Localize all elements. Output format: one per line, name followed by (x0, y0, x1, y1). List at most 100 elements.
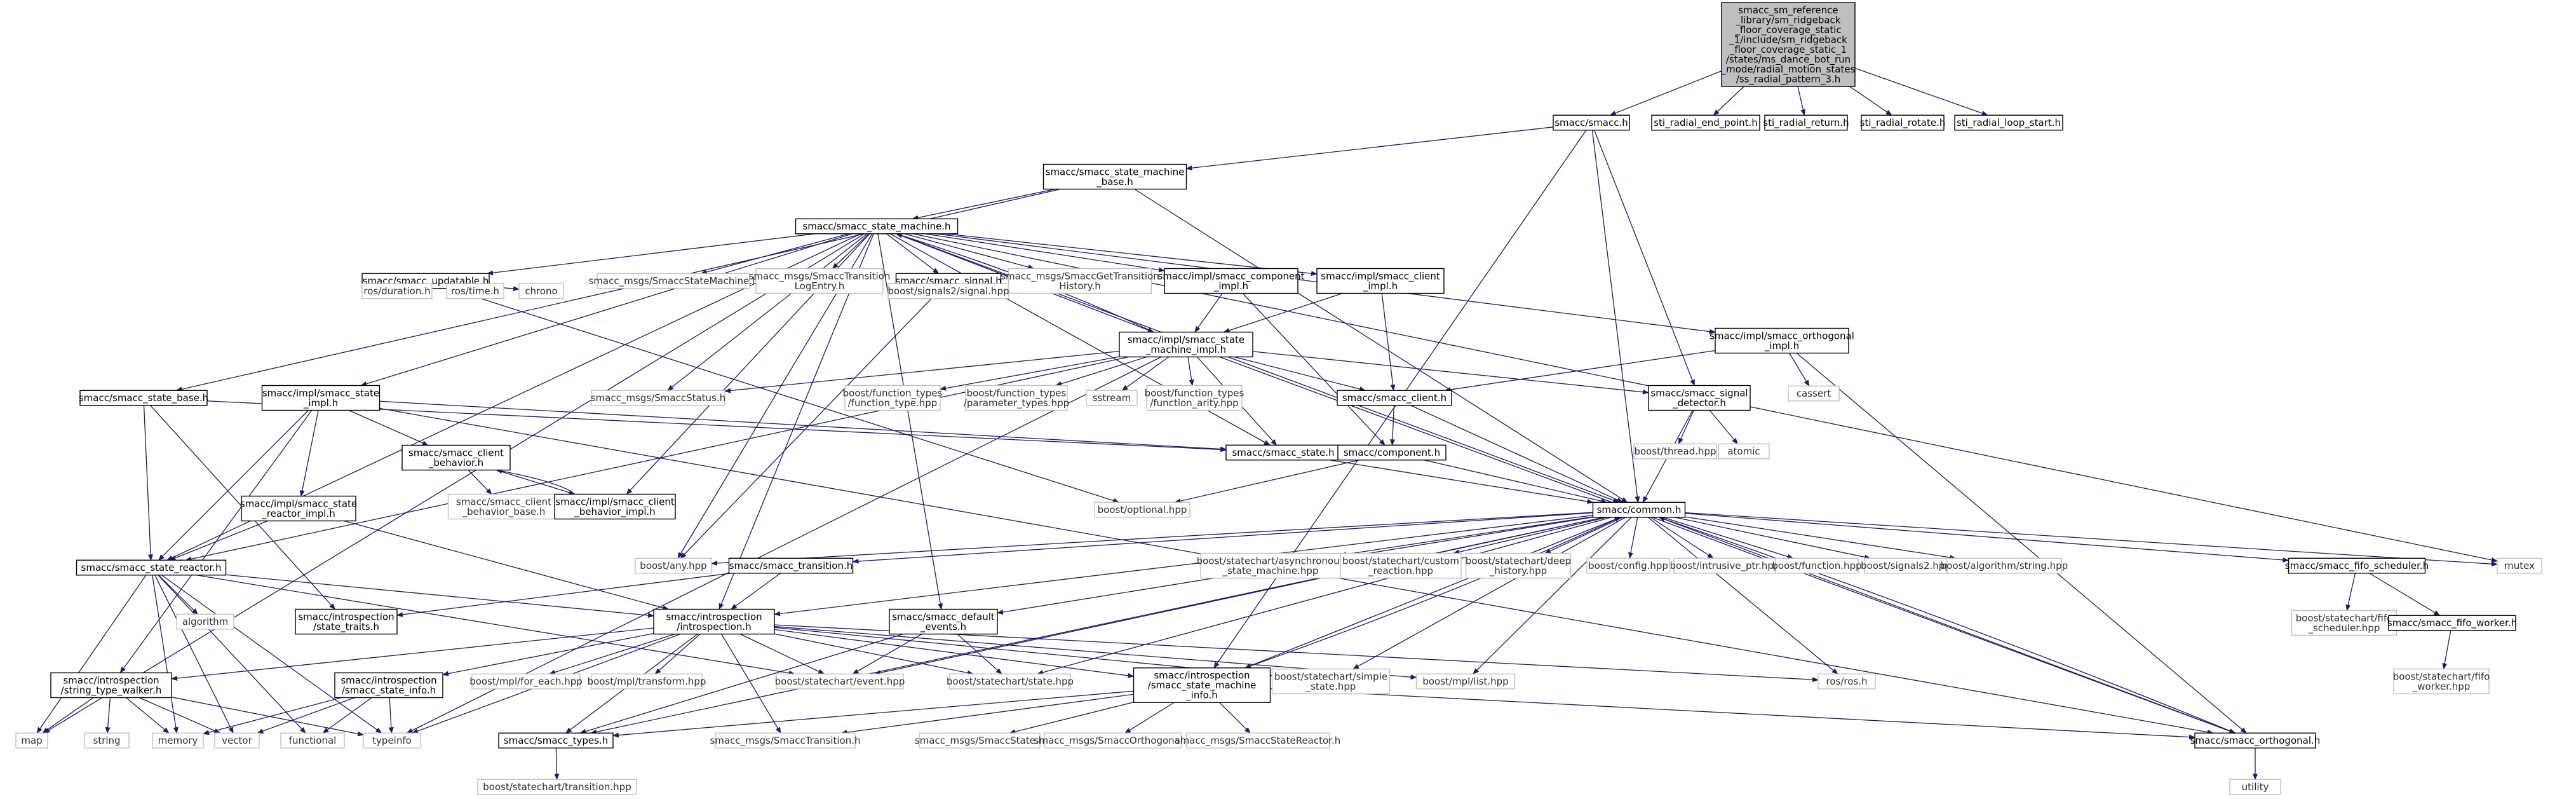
node-sc-transition: boost/statechart/transition.hpp (477, 779, 637, 795)
node-label: cassert (1797, 388, 1831, 399)
node-state-h[interactable]: smacc/smacc_state.h (1225, 444, 1341, 461)
node-box (1764, 114, 1848, 131)
node-cl-behavior-base: smacc/smacc_client_behavior_base.h (447, 493, 560, 520)
node-client[interactable]: smacc/smacc_client.h (1337, 390, 1452, 406)
node-orthogonal[interactable]: smacc/smacc_orthogonal.h (2190, 732, 2321, 749)
node-label: smacc/impl/smacc_orthogonal (1709, 330, 1854, 342)
node-sti-radial-return[interactable]: sti_radial_return.h (1763, 114, 1849, 131)
node-common[interactable]: smacc/common.h (1592, 502, 1686, 518)
node-sm-h[interactable]: smacc/smacc_state_machine.h (795, 218, 959, 235)
node-label: smacc/smacc_fifo_worker.h (2387, 617, 2517, 629)
node-signals2: boost/signals2.hpp (1861, 557, 1951, 574)
node-box (1042, 163, 1187, 190)
edge-cl-behavior-impl-to-cl-behavior (496, 468, 576, 495)
node-component[interactable]: smacc/component.h (1337, 444, 1446, 461)
node-box (1718, 443, 1770, 460)
node-type-walker[interactable]: smacc/introspection/string_type_walker.h (50, 672, 172, 699)
node-state-traits[interactable]: smacc/introspection/state_traits.h (295, 608, 398, 635)
node-sm-impl[interactable]: smacc/impl/smacc_state_machine_impl.h (1119, 331, 1253, 358)
node-box (1094, 502, 1190, 518)
node-box (1271, 668, 1391, 695)
edge-default-events-to-sc-event (852, 633, 922, 674)
node-label: utility (2242, 781, 2269, 793)
edge-client-to-component (1389, 405, 1395, 446)
edge-smacc-h-to-sig-det (1594, 130, 1695, 386)
edge-state-impl-to-reactor (158, 410, 309, 561)
edge-state-impl-to-state-h (379, 400, 1227, 452)
node-client-impl[interactable]: smacc/impl/smacc_client_impl.h (1316, 268, 1445, 294)
edge-reactor-to-map (36, 575, 147, 734)
edge-sm-impl-to-ft-arity (1187, 357, 1194, 386)
node-box (1954, 114, 2063, 131)
node-label: boost/statechart/simple (1274, 671, 1387, 682)
node-sm-info[interactable]: smacc/introspection/smacc_state_machine_… (1133, 667, 1271, 703)
edge-state-info-to-memory (203, 697, 342, 735)
node-sm-base[interactable]: smacc/smacc_state_machine_base.h (1042, 163, 1187, 190)
edge-root-to-sti-radial-loop-start (1854, 67, 1988, 116)
node-label: /function_arity.hpp (1150, 397, 1238, 409)
node-reactor[interactable]: smacc/smacc_state_reactor.h (76, 559, 227, 576)
node-fifo-worker[interactable]: smacc/smacc_fifo_worker.h (2387, 615, 2517, 631)
node-label: _events.h (920, 621, 966, 633)
node-label: mutex (2504, 560, 2535, 571)
node-cl-behavior[interactable]: smacc/smacc_client_behavior.h (401, 444, 511, 471)
edge-client-to-common (1410, 405, 1624, 503)
node-orth-impl[interactable]: smacc/impl/smacc_orthogonal_impl.h (1709, 327, 1854, 354)
edge-orthogonal-to-common (1658, 516, 2235, 734)
node-label: smacc/common.h (1597, 504, 1682, 516)
node-cl-behavior-impl[interactable]: smacc/impl/smacc_client_behavior_impl.h (554, 493, 676, 520)
node-label: boost/algorithm/string.hpp (1941, 560, 2068, 571)
node-smacc-h[interactable]: smacc/smacc.h (1553, 114, 1630, 131)
node-label: vector (222, 735, 252, 746)
node-label: boost/thread.hpp (1634, 446, 1716, 457)
edge-state-impl-to-cl-behavior (348, 409, 429, 446)
node-box (591, 390, 725, 406)
node-default-events[interactable]: smacc/smacc_default_events.h (889, 608, 998, 635)
node-comp-impl[interactable]: smacc/impl/smacc_component_impl.h (1157, 268, 1305, 294)
node-box (280, 732, 345, 749)
edge-sig-det-to-atomic (1709, 410, 1738, 445)
edge-introspection-to-sm-info (774, 629, 1135, 678)
node-transition[interactable]: smacc/smacc_transition.h (728, 557, 854, 574)
node-for-each: boost/mpl/for_each.hpp (469, 673, 583, 690)
node-label: smacc/introspection (341, 674, 436, 686)
node-sig-det[interactable]: smacc/smacc_signal_detector.h (1648, 385, 1751, 411)
edge-common-to-function (1662, 517, 1794, 559)
node-label: smacc_msgs/SmaccStatus.h (591, 392, 725, 404)
node-box (1553, 114, 1630, 131)
node-sti-radial-loop-start[interactable]: sti_radial_loop_start.h (1954, 114, 2063, 131)
edge-root-to-smacc-h (1609, 71, 1722, 116)
node-label: /introspection.h (677, 621, 751, 632)
node-label: boost/optional.hpp (1098, 504, 1187, 516)
node-box (214, 732, 260, 749)
node-label: smacc/impl/smacc_client (1321, 270, 1440, 282)
node-state-impl[interactable]: smacc/impl/smacc_state_impl.h (261, 385, 381, 411)
node-introspection[interactable]: smacc/introspection/introspection.h (653, 608, 775, 635)
node-label: _info.h (1185, 690, 1218, 702)
node-types[interactable]: smacc/smacc_types.h (498, 732, 614, 749)
edge-fifo-sched-to-sc-fifo-sched (2345, 573, 2356, 611)
node-state-base[interactable]: smacc/smacc_state_base.h (79, 390, 208, 406)
edge-type-walker-to-string (105, 697, 111, 734)
edge-type-walker-to-typeinfo (171, 697, 364, 737)
node-sti-radial-rotate[interactable]: sti_radial_rotate.h (1860, 114, 1946, 131)
node-box (2497, 557, 2542, 574)
edge-default-events-to-types (579, 633, 903, 734)
node-root[interactable]: smacc_sm_reference_library/sm_ridgeback_… (1721, 2, 1856, 87)
node-sti-radial-end-point[interactable]: sti_radial_end_point.h (1651, 114, 1760, 131)
node-box (1861, 114, 1945, 131)
edge-sm-h-to-signal (886, 233, 940, 274)
edge-sm-impl-to-client (1234, 356, 1366, 392)
edge-root-to-sti-radial-return (1797, 86, 1806, 116)
node-label: chrono (525, 285, 557, 297)
edge-introspection-to-state-info (442, 632, 654, 676)
node-state-info[interactable]: smacc/introspection/smacc_state_info.h (334, 672, 443, 699)
node-box (76, 559, 227, 576)
node-label: boost/any.hpp (640, 560, 706, 571)
node-fifo-sched[interactable]: smacc/smacc_fifo_scheduler.h (2285, 557, 2429, 574)
edge-sm-impl-to-orthogonal (1219, 356, 2236, 734)
node-box (776, 673, 904, 690)
node-reactor-impl[interactable]: smacc/impl/smacc_state_reactor_impl.h (240, 495, 357, 522)
node-algorithm: algorithm (176, 613, 234, 630)
node-label: boost/signals2.hpp (1861, 560, 1951, 571)
